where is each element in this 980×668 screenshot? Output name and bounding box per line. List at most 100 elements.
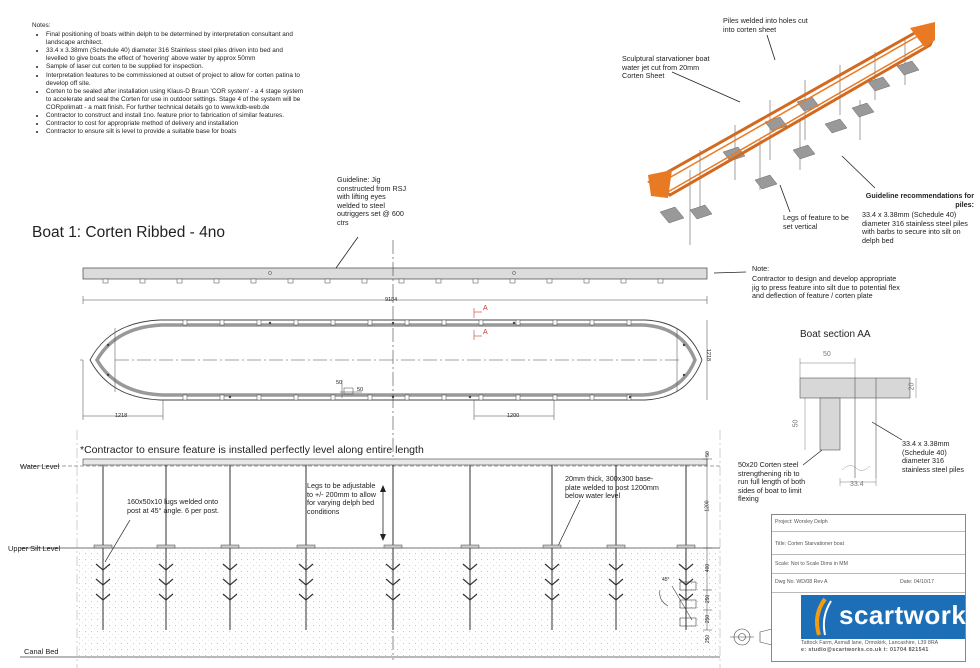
note-item: Contractor to cost for appropriate metho… [46, 120, 304, 128]
pile-point [106, 373, 110, 377]
logo-mark-icon [815, 597, 832, 636]
note-title: Note: [752, 264, 770, 273]
note-item: 33.4 x 3.38mm (Schedule 40) diameter 316… [46, 47, 304, 63]
dim-elev-250b: 250 [705, 614, 712, 624]
barb [608, 593, 624, 601]
callout-jig: Guideline: Jig constructed from RSJ with… [337, 175, 407, 227]
note-text: Contractor to design and develop appropr… [752, 274, 900, 301]
barb [385, 593, 401, 601]
barb [298, 593, 314, 601]
barb [158, 563, 174, 571]
barb [158, 578, 174, 586]
rib-lug [515, 319, 521, 326]
dim-sec-left: 50 [792, 419, 800, 428]
pile-point [106, 343, 110, 347]
jig-lug [509, 278, 516, 284]
callout-guideline-title: Guideline recommendations for piles: [865, 191, 974, 209]
barb [385, 563, 401, 571]
dim-sec-bottom: 33.4 [850, 481, 864, 488]
pile-post [460, 465, 480, 630]
barb [544, 563, 560, 571]
pile-post [156, 465, 176, 630]
tb-dwg-date: Dwg No. WD/08 Rev A Date: 04/10/17 [772, 574, 965, 593]
jig-bar [82, 236, 747, 284]
rib-lug [219, 394, 225, 401]
dim-total-length: 9184 [385, 297, 398, 303]
rib-lug [219, 319, 225, 326]
level-water: Water Level [20, 462, 60, 471]
pile-post [220, 465, 240, 630]
barb [95, 578, 111, 586]
barb [544, 593, 560, 601]
notes-block: Notes: Final positioning of boats within… [32, 22, 304, 136]
rib-lug [552, 319, 558, 326]
level-silt: Upper Silt Level [8, 544, 61, 553]
dim-elev-250a: 250 [705, 594, 712, 604]
pile-point [228, 395, 232, 399]
jig-lug [361, 278, 368, 284]
barb [158, 593, 174, 601]
tb-project: Project: Worsley Delph [772, 515, 965, 532]
notes-title: Notes: [32, 22, 51, 29]
dim-sec-top: 50 [823, 351, 831, 358]
base-plate [676, 544, 696, 549]
boat-plan-view [80, 296, 708, 420]
rib-lug [441, 394, 447, 401]
rib-lug [589, 394, 595, 401]
barb [222, 578, 238, 586]
callout-lugs: 160x50x10 lugs welded onto post at 45° a… [127, 497, 219, 515]
barb [608, 578, 624, 586]
barb [385, 578, 401, 586]
rib-lug [182, 394, 188, 401]
rib-lug [404, 394, 410, 401]
note-item: Corten to be sealed after installation u… [46, 88, 304, 112]
contact-line: e: studio@scartworks.co.uk t: 01704 8215… [801, 647, 929, 653]
jig-lug [583, 278, 590, 284]
pile-post [676, 465, 696, 630]
pile-point [468, 395, 472, 399]
pile-post [542, 465, 562, 630]
callout-rib: 50x20 Corten steel strengthening rib to … [738, 460, 806, 504]
barb [678, 578, 694, 586]
boat-section-aa [799, 358, 917, 486]
barb [544, 578, 560, 586]
pile-post [383, 465, 403, 630]
dim-elev-1200: 1200 [704, 500, 711, 512]
rib-lug [293, 394, 299, 401]
barb [298, 578, 314, 586]
jig-lug [546, 278, 553, 284]
rib-lug [552, 394, 558, 401]
rib-lug [589, 319, 595, 326]
jig-lug [657, 278, 664, 284]
boat-section-title: Boat section AA [800, 329, 871, 340]
jig-lug [398, 278, 405, 284]
pile-post [606, 465, 626, 630]
tb-dwg: Dwg No. WD/08 Rev A [775, 579, 828, 585]
address-line: Tattock Farm, Asmall lane, Ormskirk, Lan… [801, 640, 939, 646]
pile-post [296, 465, 316, 630]
jig-lug [472, 278, 479, 284]
rib-lug [626, 319, 632, 326]
barb [222, 593, 238, 601]
rib-lug [256, 394, 262, 401]
rib-lug [478, 319, 484, 326]
base-plate [606, 544, 626, 549]
notes-list: Final positioning of boats within delph … [32, 31, 304, 136]
base-plate [542, 544, 562, 549]
base-plate [156, 544, 176, 549]
jig-lug [250, 278, 257, 284]
pile-point [628, 395, 632, 399]
pile-point [512, 321, 516, 325]
base-plate [460, 544, 480, 549]
callout-baseplate: 20mm thick, 300x300 base-plate welded to… [565, 474, 659, 501]
rib-lug [330, 394, 336, 401]
note-item: Sample of laser cut corten to be supplie… [46, 63, 304, 71]
rib-lug [256, 319, 262, 326]
elevation-view [20, 430, 721, 668]
tb-date: Date: 04/10/17 [900, 579, 935, 585]
base-plate [296, 544, 316, 549]
jig-lug [324, 278, 331, 284]
rib-lug [330, 319, 336, 326]
section-mark-bottom: A [483, 329, 488, 336]
